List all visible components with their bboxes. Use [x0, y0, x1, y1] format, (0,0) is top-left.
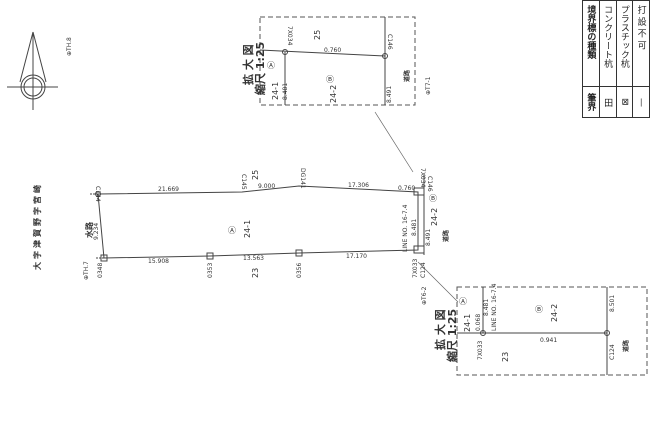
point-7x034: 7X034: [419, 168, 426, 188]
point-c146: C146: [426, 176, 433, 192]
distance-label: 21.669: [158, 186, 179, 193]
distance-label: 8.491: [425, 229, 432, 246]
parcel-24-2: 24-2: [550, 304, 559, 322]
point-c145: C145: [240, 174, 247, 190]
point-dg141: DG141: [299, 168, 306, 189]
point-c144: C144: [94, 186, 101, 202]
parcel-25: 25: [251, 170, 260, 180]
benchmark-th8: ⊕TH.8: [66, 37, 73, 56]
distance-label: 15.908: [148, 258, 169, 265]
parcel-24-2: 24-2: [430, 208, 439, 226]
benchmark-t7: ⊕T7-1: [425, 76, 432, 95]
parcel-24-1: 24-1: [463, 314, 472, 332]
point-0356: 0356: [296, 263, 303, 278]
distance-label: 0.941: [540, 337, 557, 344]
distance-label: 8.481: [483, 299, 490, 316]
parcel-24-1: 24-1: [271, 82, 280, 100]
parcel-23: 23: [251, 268, 260, 278]
point-c124: C124: [609, 344, 616, 360]
distance-label: 17.306: [348, 182, 369, 189]
line-number-label: LINE NO. 16-7.4: [491, 283, 498, 331]
point-c124: C124: [420, 262, 427, 278]
legend-label: プラスチック杭: [616, 1, 633, 87]
no-marker-icon: —: [636, 97, 647, 107]
legend-row-concrete: コンクリート杭 田: [599, 1, 617, 117]
benchmark-t6: ⊕T6-2: [421, 286, 428, 305]
distance-label: 0.068: [475, 314, 482, 331]
road-label: 道路: [403, 69, 411, 82]
distance-label: 0.760: [324, 47, 341, 54]
boundary-marker-legend: 境界標の種類 筆界 コンクリート杭 田 プラスチック杭 ⊠ 打 設 不 可 —: [582, 0, 650, 118]
enlarged-view-bottom: [417, 261, 648, 376]
legend-label: コンクリート杭: [599, 1, 616, 87]
enlarged-view-scale: 縮尺 1:25: [253, 42, 267, 95]
point-7x033: 7X033: [412, 258, 419, 278]
distance-label: 9.000: [258, 183, 275, 190]
enlarged-view-scale: 縮尺 1:25: [445, 309, 459, 362]
legend-header: 境界標の種類: [583, 1, 599, 87]
location-title: 大字津賀野字宮崎: [32, 182, 42, 270]
distance-label: 17.170: [346, 253, 367, 260]
parcel-25: 25: [313, 30, 322, 40]
parcel-b-mark: Ⓑ: [429, 194, 437, 203]
enlarged-view-title: 拡 大 図: [433, 309, 447, 350]
legend-header-symbol: 筆界: [585, 93, 596, 111]
parcel-a-mark: Ⓐ: [267, 61, 275, 70]
north-arrow-icon: [7, 31, 58, 110]
legend-row-plastic: プラスチック杭 ⊠: [616, 1, 634, 117]
parcel-a-mark: Ⓐ: [459, 297, 467, 306]
parcel-b-mark: Ⓑ: [535, 305, 543, 314]
distance-label: 0.760: [398, 185, 415, 192]
parcel-a-mark: Ⓐ: [228, 226, 236, 235]
line-number-label: LINE NO. 16-7.4: [402, 204, 409, 252]
legend-header-column: 境界標の種類 筆界: [583, 1, 600, 117]
legend-label: 打 設 不 可: [633, 1, 649, 87]
road-label: 道路: [442, 229, 450, 242]
point-0348: 0348: [97, 263, 104, 278]
point-0353: 0353: [207, 263, 214, 278]
parcel-24-2: 24-2: [329, 85, 338, 103]
waterway-label: 水路: [84, 221, 94, 239]
road-label: 道路: [622, 339, 630, 352]
distance-label: 8.491: [386, 86, 393, 103]
point-7x033: 7X033: [477, 340, 484, 360]
benchmark-th7: ⊕TH.7: [83, 261, 90, 280]
enlarged-view-title: 拡 大 図: [241, 44, 255, 85]
enlarged-view-top: [259, 16, 416, 173]
point-7x034: 7X034: [286, 26, 293, 46]
main-parcel: [90, 175, 425, 262]
distance-label: 8.481: [411, 219, 418, 236]
distance-label: 13.563: [243, 255, 264, 262]
parcel-b-mark: Ⓑ: [326, 75, 334, 84]
parcel-23: 23: [501, 352, 510, 362]
distance-label: 8.481: [282, 83, 289, 100]
concrete-pile-icon: 田: [602, 97, 613, 107]
parcel-24-1: 24-1: [243, 220, 252, 238]
plastic-pile-icon: ⊠: [619, 98, 630, 106]
distance-label: 8.501: [609, 295, 616, 312]
legend-row-none: 打 設 不 可 —: [633, 1, 649, 117]
point-c146: C146: [386, 34, 393, 50]
distance-label: 9.234: [93, 223, 100, 240]
